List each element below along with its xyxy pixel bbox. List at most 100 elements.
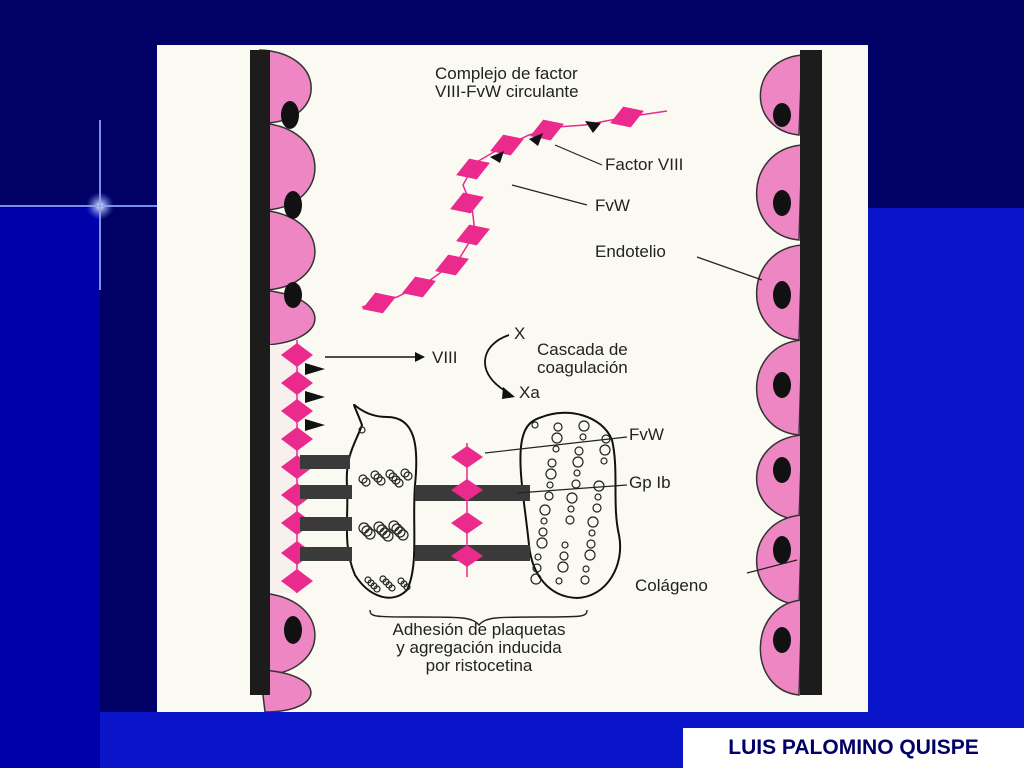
granule: [531, 421, 539, 429]
label-cascada-line2: coagulación: [537, 358, 628, 377]
factor-viii-icon: [529, 133, 543, 146]
factor-viii-icon: [585, 121, 601, 133]
gp-ib-bars: [300, 455, 530, 561]
granule: [573, 469, 581, 477]
granule: [572, 456, 584, 468]
background-right-panel: [868, 208, 1024, 768]
granule: [587, 516, 599, 528]
right-cell-nucleus: [773, 103, 791, 127]
left-endothelial-cell: [259, 122, 316, 211]
label-fvw-top: FvW: [595, 196, 630, 215]
sparkle-decoration: [0, 120, 210, 290]
factor-viii-triangles: [490, 121, 601, 163]
granule: [565, 515, 575, 525]
platelet-brace: [369, 609, 588, 627]
platelet-granules: [358, 420, 611, 593]
platelet-right: [519, 411, 622, 600]
granule: [557, 561, 569, 573]
diagram-canvas: Complejo de factor VIII-FvW circulante F…: [250, 49, 822, 712]
bridging-fvw-monomer: [451, 479, 483, 501]
granule: [532, 563, 542, 573]
bound-factor-viii-icon: [305, 419, 325, 431]
label-adhesion-line2: y agregación inducida: [396, 638, 562, 657]
label-viii: VIII: [432, 348, 458, 367]
left-cell-nucleus: [284, 616, 302, 644]
granule: [555, 577, 563, 585]
granule: [584, 549, 596, 561]
fvw-circulating-multimer: [362, 106, 644, 314]
granule: [388, 472, 398, 482]
fvw-monomer: [450, 192, 484, 214]
label-colageno: Colágeno: [635, 576, 708, 595]
granule: [534, 553, 542, 561]
granule: [545, 468, 557, 480]
left-cell-nucleus: [281, 101, 299, 129]
granule: [561, 541, 569, 549]
bound-fvw-monomer: [281, 371, 313, 395]
left-vessel-wall: [250, 50, 270, 695]
granule: [594, 493, 602, 501]
granule: [551, 432, 563, 444]
bridging-fvw-monomer: [451, 545, 483, 567]
left-endothelial-cell: [259, 49, 312, 124]
granule: [391, 475, 401, 485]
granule: [593, 480, 605, 492]
fvw-monomer: [435, 254, 469, 276]
label-fvw-bottom: FvW: [629, 425, 664, 444]
right-cell-nucleus: [773, 536, 791, 564]
granule: [388, 520, 400, 532]
right-cell-nucleus: [773, 627, 791, 653]
label-xa: Xa: [519, 383, 540, 402]
left-endothelial-cell: [259, 209, 316, 291]
release-arrow-head: [415, 352, 425, 362]
granule: [599, 444, 611, 456]
gp-ib-bar: [300, 547, 352, 561]
background-left-strip: [0, 208, 100, 768]
label-gp-ib: Gp Ib: [629, 473, 671, 492]
label-complex-line1: Complejo de factor: [435, 64, 578, 83]
granule: [559, 551, 569, 561]
granule: [361, 525, 373, 537]
granule: [592, 503, 602, 513]
granule: [578, 420, 590, 432]
left-endothelium: [259, 49, 316, 712]
granule: [397, 529, 409, 541]
fvw-monomer: [362, 292, 396, 314]
gp-ib-bar: [300, 455, 350, 469]
fvw-monomer: [402, 276, 436, 298]
bound-factor-viii-icon: [305, 391, 325, 403]
fvw-monomer: [490, 134, 524, 156]
granule: [358, 522, 370, 534]
gp-ib-bar: [300, 517, 352, 531]
granule: [373, 521, 385, 533]
label-adhesion-line1: Adhesión de plaquetas: [393, 620, 566, 639]
factor-viii-icon: [490, 151, 504, 163]
left-endothelial-cell: [259, 669, 312, 712]
granule: [582, 565, 590, 573]
granule: [394, 478, 404, 488]
coagulation-diagram: Complejo de factor VIII-FvW circulante F…: [157, 45, 868, 712]
label-adhesion-line3: por ristocetina: [426, 656, 533, 675]
label-x: X: [514, 324, 525, 343]
leader-lines: [484, 144, 798, 574]
gp-ib-bar: [300, 485, 352, 499]
granule: [579, 433, 587, 441]
granule: [553, 422, 563, 432]
granule: [586, 539, 596, 549]
granule: [571, 479, 581, 489]
granule: [394, 526, 406, 538]
granule: [536, 537, 548, 549]
bound-fvw-monomer: [281, 427, 313, 451]
granule: [544, 491, 554, 501]
right-cell-nucleus: [773, 190, 791, 216]
granule: [546, 481, 554, 489]
bound-factor-viii-icon: [305, 363, 325, 375]
right-vessel-wall: [800, 50, 822, 695]
granule: [382, 530, 394, 542]
granule: [539, 504, 551, 516]
bound-factor-viii-triangles: [305, 363, 325, 431]
bound-fvw-monomer: [281, 569, 313, 593]
platelet-left: [345, 403, 418, 599]
granule: [540, 517, 548, 525]
bound-fvw-monomer: [281, 399, 313, 423]
